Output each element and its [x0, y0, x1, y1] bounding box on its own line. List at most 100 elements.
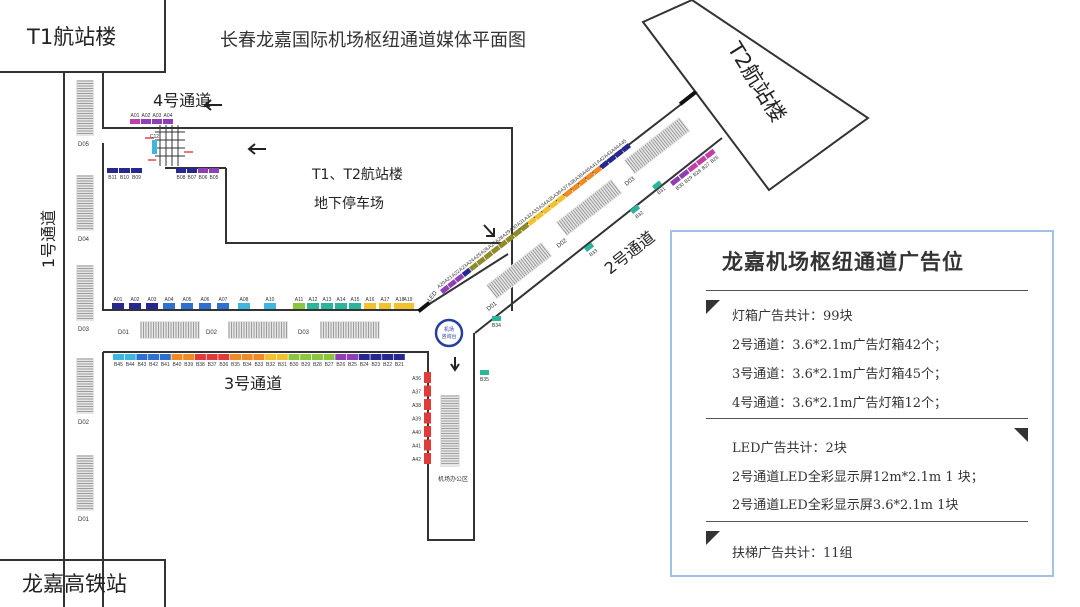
office-label: 机场办公区 — [438, 475, 468, 483]
ad-box-label: A18 — [396, 297, 405, 303]
ad-box-b: B30 — [288, 354, 300, 368]
lightbox-line-3: 3号通道：3.6*2.1m广告灯箱45个； — [732, 367, 947, 382]
t1-label: T1航站楼 — [26, 25, 116, 49]
ad-lightbox — [183, 354, 195, 360]
ad-box-label: A44 — [610, 144, 621, 154]
page-title: 长春龙嘉国际机场枢纽通道媒体平面图 — [220, 30, 526, 51]
ad-lightbox — [483, 250, 494, 260]
ad-box-label: B08 — [177, 175, 186, 181]
escalator: D01 — [76, 455, 94, 523]
ad-box-label: B09 — [132, 175, 141, 181]
ad-lightbox — [209, 168, 219, 173]
ad-box-b: B27 — [323, 354, 335, 368]
ad-box-a: A31 — [516, 217, 530, 232]
ad-lightbox — [113, 354, 124, 360]
ad-box-b: B28 — [311, 354, 323, 368]
ad-box-label: A11 — [295, 297, 304, 303]
ad-lightbox — [152, 140, 157, 154]
ad-box-label: A36 — [552, 189, 563, 199]
ad-box-label: B45 — [114, 362, 123, 368]
ad-lightbox — [490, 245, 501, 255]
ad-box-label: B42 — [149, 362, 158, 368]
ad-box-b: B31 — [276, 354, 288, 368]
ad-lightbox — [119, 168, 130, 173]
ad-lightbox — [323, 354, 335, 360]
ad-lightbox — [349, 303, 361, 309]
ad-box-label: B43 — [137, 362, 146, 368]
ad-lightbox — [217, 303, 229, 309]
ad-box-b: B41 — [159, 354, 171, 368]
ad-box-a: A04 — [163, 113, 173, 124]
ad-box-b: B05 — [209, 168, 219, 181]
escalator: D02 — [206, 321, 288, 339]
ad-box-a: A40 — [581, 167, 595, 181]
passage3-label: 3号通道 — [224, 374, 282, 393]
ad-box-b: B32 — [265, 354, 277, 368]
hsr-label: 龙嘉高铁站 — [22, 572, 127, 596]
ad-lightbox — [678, 169, 690, 180]
ad-box-label: A25 — [472, 251, 483, 261]
ad-box-b: B30 — [669, 175, 686, 192]
ad-box-b: B26 — [335, 354, 347, 368]
ad-lightbox — [424, 439, 431, 451]
ad-box-label: A02 — [142, 113, 151, 119]
ad-box-label: A19 — [404, 297, 413, 303]
escalator: D05 — [76, 80, 94, 148]
ad-lightbox — [253, 354, 265, 360]
ad-box-a: A03 — [146, 297, 158, 309]
ad-lightbox — [131, 168, 142, 173]
parking-inner-wall — [225, 168, 506, 244]
ad-box-b: B27 — [696, 155, 712, 172]
ad-box-label: A21 — [443, 274, 454, 284]
escalator-total: 扶梯广告共计：11组 — [732, 546, 853, 561]
ad-box-a: A01 — [112, 297, 124, 309]
info-desk-label-1: 机场 — [444, 326, 454, 333]
ad-box-b: B35 — [480, 370, 489, 383]
ad-lightbox — [696, 155, 707, 166]
ad-box-label: A31 — [516, 217, 527, 227]
escalator-label: D01 — [118, 330, 130, 336]
ad-lightbox — [497, 239, 508, 249]
ad-box-b: B25 — [347, 354, 358, 368]
ad-box-label: A20 — [436, 280, 447, 290]
ad-box-a: A10 — [264, 297, 276, 309]
ad-box-b: B42 — [148, 354, 160, 368]
ad-box-b: B06 — [198, 168, 208, 181]
ad-box-c: C12 — [150, 134, 159, 154]
ad-box-label: B28 — [692, 168, 703, 178]
ad-box-a: A28 — [494, 234, 508, 249]
ad-box-label: B32 — [266, 362, 275, 368]
ad-lightbox — [194, 354, 206, 360]
escalator: D04 — [76, 175, 94, 243]
led-line-1: 2号通道LED全彩显示屏12m*2.1m 1 块； — [732, 470, 984, 485]
ad-lightbox — [148, 354, 160, 360]
ad-box-label: A28 — [494, 234, 505, 244]
ad-box-b: B45 — [113, 354, 124, 368]
ad-box-label: A27 — [487, 240, 498, 250]
ad-lightbox — [230, 354, 241, 360]
ad-lightbox — [394, 303, 406, 309]
escalator-body — [76, 175, 94, 231]
ad-lightbox — [311, 354, 323, 360]
ad-lightbox — [461, 267, 472, 277]
ad-box-a: A36 — [412, 372, 431, 383]
ad-lightbox — [171, 354, 183, 360]
ad-lightbox — [364, 303, 376, 309]
escalator-label: D03 — [298, 330, 310, 336]
ad-box-label: A01 — [131, 113, 140, 119]
info-desk-label-2: 咨询台 — [441, 333, 456, 340]
ad-box-label: A16 — [366, 297, 375, 303]
led-screens — [417, 90, 698, 313]
ad-box-label: B32 — [634, 210, 645, 220]
ad-lightbox — [176, 168, 186, 173]
legend-divider — [706, 521, 1028, 522]
ad-box-label: B07 — [188, 175, 197, 181]
ad-box-label: A03 — [153, 113, 162, 119]
t1-box — [0, 0, 166, 73]
ad-lightbox — [358, 354, 370, 360]
ad-lightbox — [300, 354, 312, 360]
ad-box-b: B09 — [131, 168, 142, 181]
ad-lightbox — [382, 354, 394, 360]
ad-box-a: A05 — [181, 297, 193, 309]
